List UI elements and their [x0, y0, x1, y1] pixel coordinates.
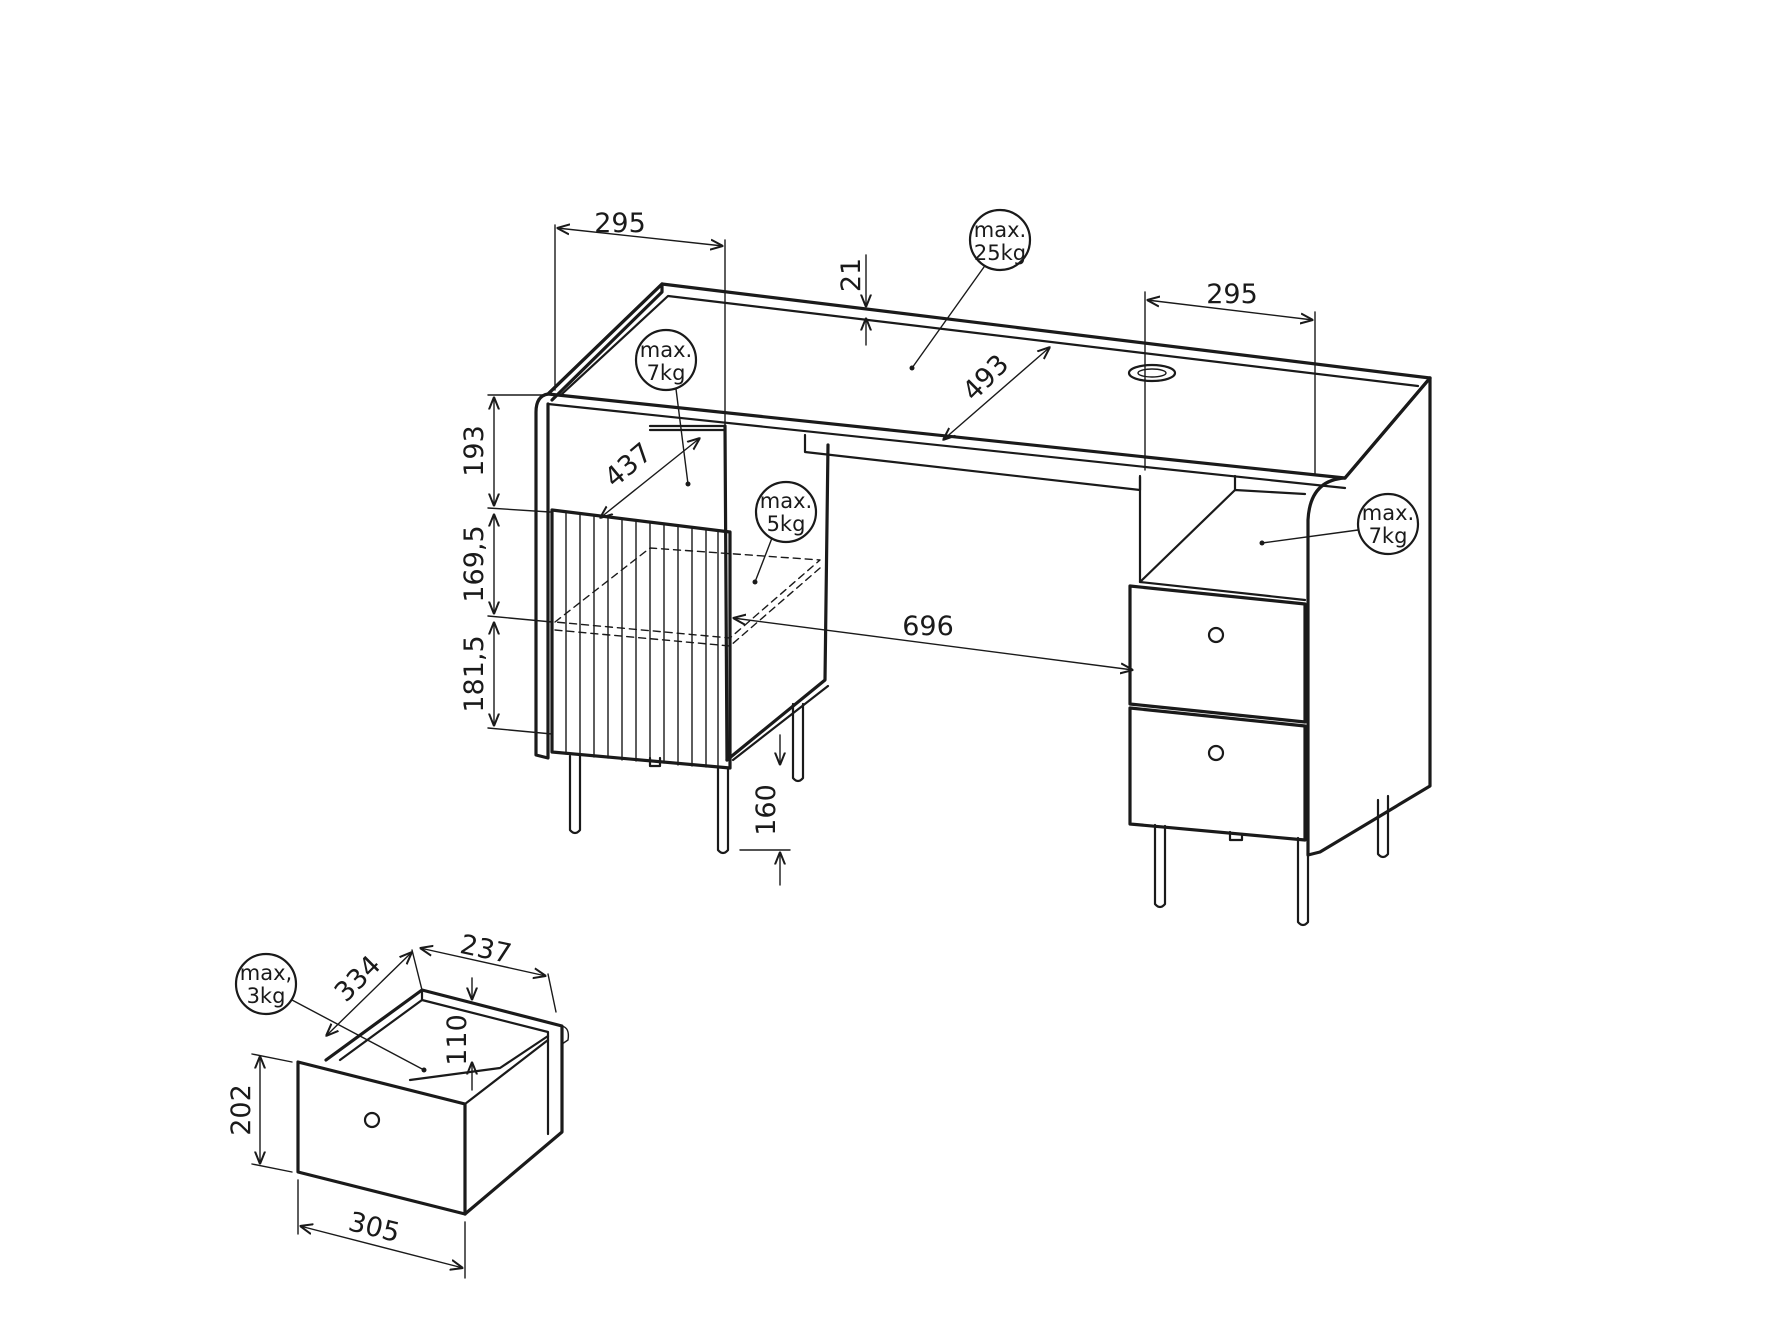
- dim-shelf-depth: 437: [599, 437, 658, 494]
- load-badge-right-shelf: max. 7kg: [1259, 492, 1420, 556]
- svg-text:5kg: 5kg: [767, 512, 806, 536]
- drawer-knob: [363, 1111, 381, 1129]
- load-badge-left-shelf: max. 7kg: [634, 328, 698, 487]
- dim-right-module-width: 295: [1206, 279, 1258, 310]
- dim-drawer-width: 237: [457, 929, 514, 970]
- dim-desk-depth: 493: [957, 349, 1015, 407]
- left-module: [550, 424, 830, 855]
- fluted-door-slats: [565, 511, 719, 769]
- upper-drawer-front: [1128, 584, 1307, 724]
- dim-inner-width: 696: [902, 611, 954, 642]
- load-badge-top: max. 25kg: [909, 208, 1032, 371]
- dim-drawer-inner-height: 110: [442, 1014, 473, 1066]
- upper-drawer-knob: [1207, 626, 1225, 644]
- lower-drawer-front: [1128, 706, 1307, 842]
- svg-text:max.: max.: [1362, 501, 1414, 525]
- dim-drawer-front-height: 202: [226, 1084, 257, 1136]
- load-badge-left-inner-shelf: max. 5kg: [752, 480, 818, 585]
- svg-text:max.: max.: [760, 489, 812, 513]
- dim-drawer-depth: 334: [329, 950, 387, 1008]
- dim-top-thickness: 21: [836, 258, 867, 292]
- dim-drawer-front-width: 305: [345, 1206, 403, 1249]
- cable-grommet: [1127, 363, 1177, 383]
- dim-leg-height: 160: [751, 784, 782, 836]
- dim-height-lower: 181,5: [459, 635, 490, 712]
- desk-dimensions: 295 295 21 493 437 696 160 193 169,5: [459, 208, 1316, 886]
- load-labels: max. 25kg max. 7kg max. 5kg max. 7kg: [234, 208, 1420, 1073]
- svg-text:7kg: 7kg: [647, 361, 686, 385]
- desk-drawing: [534, 282, 1432, 927]
- right-legs: [1153, 794, 1390, 927]
- svg-text:25kg: 25kg: [974, 241, 1026, 265]
- svg-text:max.: max.: [974, 218, 1026, 242]
- dim-height-upper: 193: [459, 425, 490, 477]
- dim-height-middle: 169,5: [459, 525, 490, 602]
- svg-text:max.: max.: [640, 338, 692, 362]
- lower-drawer-knob: [1207, 744, 1225, 762]
- svg-text:max,: max,: [240, 961, 292, 985]
- svg-text:3kg: 3kg: [247, 984, 286, 1008]
- left-legs: [568, 702, 805, 855]
- svg-text:7kg: 7kg: [1369, 524, 1408, 548]
- dim-left-module-width: 295: [594, 208, 646, 239]
- drawer-front-panel: [296, 1060, 467, 1216]
